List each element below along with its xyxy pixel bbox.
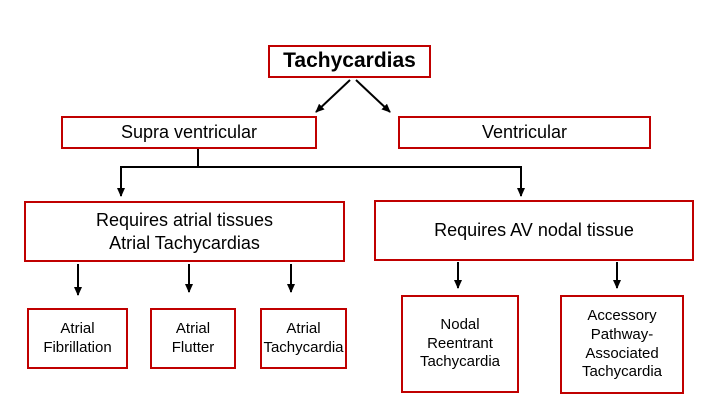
node-atrial-tachycardia-line2: Tachycardia: [263, 338, 344, 356]
node-atrial-tachycardia: Atrial Tachycardia: [260, 308, 347, 369]
node-nodal-reentrant-line2: Reentrant: [427, 334, 493, 352]
node-accessory-pathway: Accessory Pathway- Associated Tachycardi…: [560, 295, 684, 394]
node-ventricular-label: Ventricular: [481, 122, 568, 143]
node-atrial-flutter: Atrial Flutter: [150, 308, 236, 369]
node-accessory-pathway-line4: Tachycardia: [581, 363, 663, 381]
node-ventricular: Ventricular: [398, 116, 651, 149]
node-tachycardias: Tachycardias: [268, 45, 431, 78]
node-atrial-tissue: Requires atrial tissues Atrial Tachycard…: [24, 201, 345, 262]
node-atrial-flutter-line2: Flutter: [171, 338, 215, 356]
node-supraventricular: Supra ventricular: [61, 116, 317, 149]
node-av-nodal-label: Requires AV nodal tissue: [434, 220, 634, 241]
node-accessory-pathway-line2: Pathway-: [590, 325, 654, 343]
node-atrial-flutter-line1: Atrial: [175, 319, 211, 337]
arrow-root-to-supraventricular: [315, 79, 351, 113]
node-nodal-reentrant-line1: Nodal: [440, 315, 480, 333]
node-nodal-reentrant-line3: Tachycardia: [419, 353, 501, 371]
node-nodal-reentrant: Nodal Reentrant Tachycardia: [401, 295, 519, 393]
node-accessory-pathway-line1: Accessory: [587, 307, 657, 324]
node-atrial-fibrillation: Atrial Fibrillation: [27, 308, 128, 369]
node-supraventricular-label: Supra ventricular: [120, 122, 258, 143]
node-atrial-tachycardia-line1: Atrial: [286, 319, 321, 337]
node-av-nodal: Requires AV nodal tissue: [374, 200, 694, 261]
node-atrial-fibrillation-line1: Atrial: [60, 319, 95, 337]
arrow-root-to-ventricular: [355, 79, 391, 113]
node-atrial-tissue-line2: Atrial Tachycardias: [109, 232, 260, 253]
node-atrial-fibrillation-line2: Fibrillation: [43, 338, 112, 356]
node-atrial-tissue-line1: Requires atrial tissues: [95, 210, 274, 230]
node-tachycardias-label: Tachycardias: [283, 49, 416, 73]
node-accessory-pathway-line3: Associated: [585, 344, 659, 362]
